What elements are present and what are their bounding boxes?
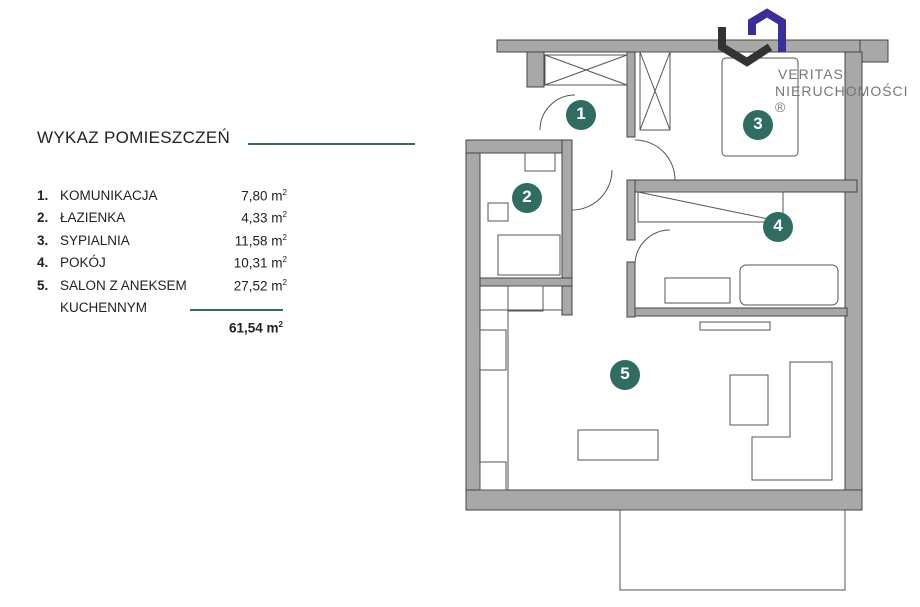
room-area: 10,31 m2	[233, 255, 287, 271]
room-area: 11,58 m2	[234, 232, 287, 249]
room-label: 5	[620, 364, 630, 383]
room-marker-1	[566, 100, 596, 130]
logo	[718, 8, 786, 67]
room-label: 1	[576, 104, 586, 123]
room-area: 27,52 m2	[233, 277, 287, 294]
furniture	[479, 51, 846, 591]
room-name: KOMUNIKACJA	[60, 187, 158, 203]
room-markers	[512, 100, 793, 390]
room-name: ŁAZIENKA	[60, 210, 126, 226]
room-number: 1.	[37, 187, 49, 203]
room-marker-3	[743, 110, 773, 140]
room-label: 2	[522, 187, 532, 206]
room-list-heading: WYKAZ POMIESZCZEŃ	[37, 128, 231, 147]
walls	[465, 39, 889, 511]
room-number: 5.	[37, 277, 49, 293]
room-area: 7,80 m2	[241, 187, 287, 204]
room-number: 2.	[37, 210, 49, 226]
list-item: 2. ŁAZIENKA 4,33 m2	[37, 207, 287, 230]
room-area: 4,33 m2	[241, 210, 287, 226]
list-item: KUCHENNYM	[37, 297, 287, 320]
room-number: 4.	[37, 255, 49, 271]
room-label: 4	[773, 216, 783, 235]
total-divider	[190, 309, 283, 311]
room-name: KUCHENNYM	[60, 300, 148, 316]
room-label: 3	[753, 114, 763, 133]
room-marker-5	[610, 360, 640, 390]
room-number: 3.	[37, 232, 49, 248]
heading-divider	[248, 143, 415, 145]
room-name: SYPIALNIA	[60, 232, 130, 248]
room-marker-2	[512, 183, 542, 213]
room-marker-4	[763, 212, 793, 242]
room-name: POKÓJ	[60, 255, 106, 271]
room-list: 1. KOMUNIKACJA 7,80 m2 2. ŁAZIENKA 4,33 m2 3…	[37, 184, 287, 319]
watermark-line1: VERITAS	[778, 66, 844, 82]
list-item: 3. SYPIALNIA 11,58 m2	[37, 229, 287, 252]
total-area: 61,54 m2	[229, 320, 283, 336]
list-item: 1. KOMUNIKACJA 7,80 m2	[37, 184, 287, 207]
watermark-line2: NIERUCHOMOŚCI ®	[775, 83, 909, 115]
list-item: 5. SALON Z ANEKSEM 27,52 m2	[37, 274, 287, 297]
room-name: SALON Z ANEKSEM	[60, 277, 187, 293]
list-item: 4. POKÓJ 10,31 m2	[37, 252, 287, 275]
